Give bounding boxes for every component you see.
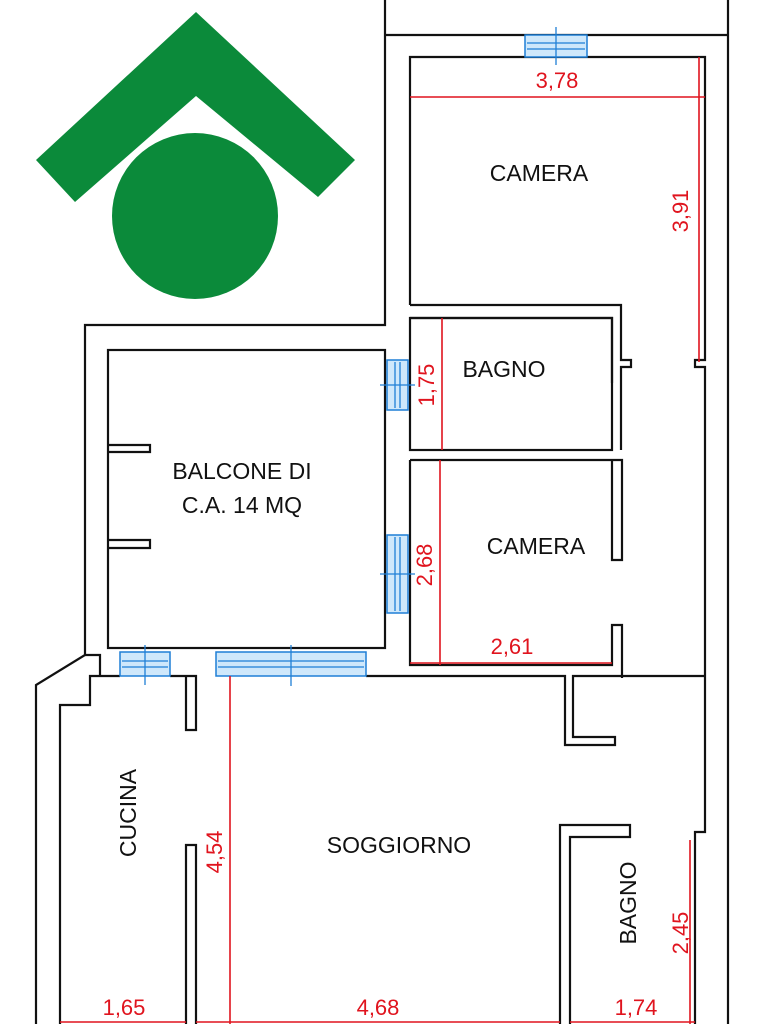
dim-camera-mid-width: 2,61 (491, 634, 534, 659)
agency-logo (36, 12, 355, 299)
dim-bagno-top-depth: 1,75 (414, 364, 439, 407)
window-camera-top (524, 27, 588, 65)
dim-camera-top-depth: 3,91 (668, 190, 693, 233)
dimension-lines (60, 57, 705, 1024)
room-label-camera-mid: CAMERA (487, 533, 586, 559)
room-label-balcone-line2: C.A. 14 MQ (182, 492, 302, 518)
window-cucina (119, 645, 171, 685)
room-label-bagno-top: BAGNO (462, 356, 545, 382)
room-label-camera-top: CAMERA (490, 160, 589, 186)
dim-soggiorno-depth: 4,54 (202, 831, 227, 874)
dim-camera-mid-depth: 2,68 (412, 544, 437, 587)
walls (34, 0, 730, 1024)
dim-soggiorno-width: 4,68 (357, 995, 400, 1020)
window-camera-balcone (380, 534, 415, 614)
room-label-bagno-bottom: BAGNO (615, 861, 641, 944)
room-label-cucina: CUCINA (115, 768, 141, 857)
dim-bagno-bottom-depth: 2,45 (668, 912, 693, 955)
window-bagno-balcone (380, 359, 415, 411)
dim-camera-top-width: 3,78 (536, 68, 579, 93)
window-soggiorno (215, 645, 367, 686)
room-label-balcone-line1: BALCONE DI (172, 458, 311, 484)
room-label-soggiorno: SOGGIORNO (327, 832, 471, 858)
logo-circle (112, 133, 278, 299)
dim-bagno-bottom-width: 1,74 (615, 995, 658, 1020)
logo-roof-chevron (36, 12, 355, 202)
dim-cucina-width: 1,65 (103, 995, 146, 1020)
